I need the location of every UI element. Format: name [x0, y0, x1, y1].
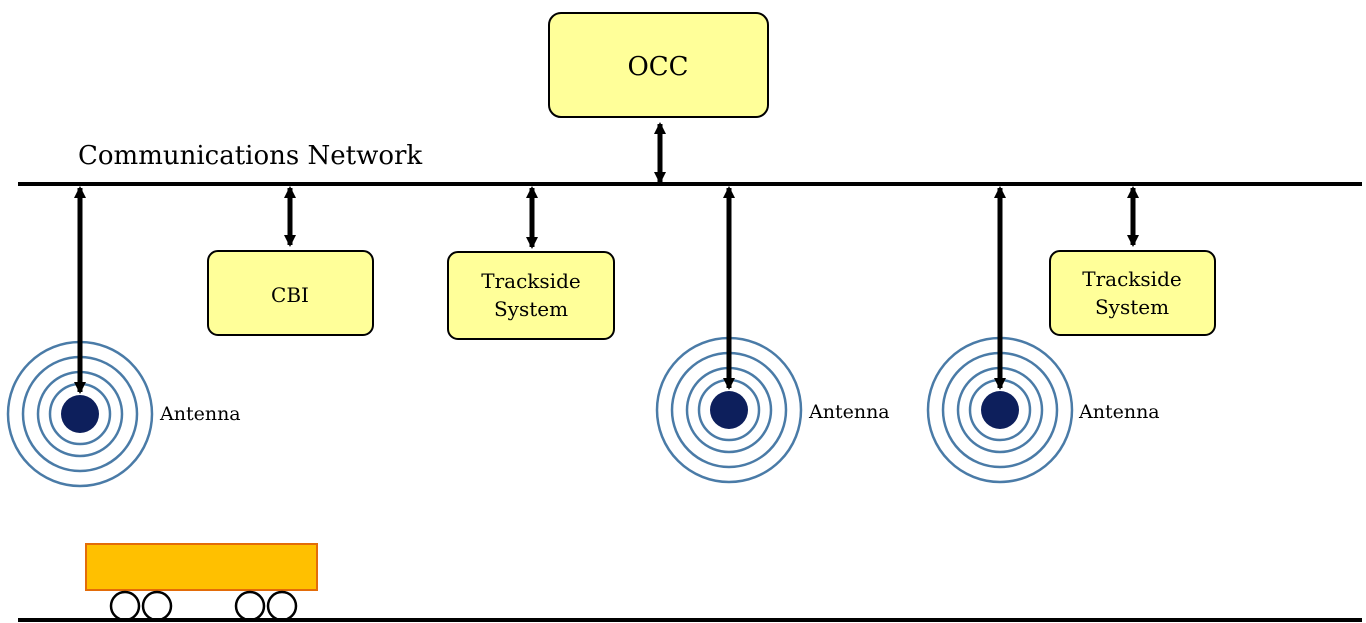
train-wheel-3 [234, 590, 266, 622]
antenna-3-label: Antenna [1078, 401, 1160, 423]
antenna-2-label: Antenna [808, 401, 890, 423]
occ-box [548, 12, 769, 118]
antenna-2 [655, 336, 803, 484]
trackside-1-label-line1: Trackside [481, 269, 580, 293]
trackside-1-label-line2: System [494, 297, 568, 321]
antenna-1-core [61, 395, 99, 433]
cbi-label: CBI [271, 283, 309, 307]
trackside-2-label-line2: System [1095, 295, 1169, 319]
network-label: Communications Network [78, 141, 422, 171]
train-wheel-2 [141, 590, 173, 622]
antenna-1-label: Antenna [159, 403, 241, 425]
cbi-box [207, 250, 374, 336]
train-wheel-1 [109, 590, 141, 622]
trackside-1-box [447, 251, 615, 340]
antenna-3-core [981, 391, 1019, 429]
train-wheel-4 [266, 590, 298, 622]
train [85, 543, 318, 622]
occ-label: OCC [627, 52, 688, 82]
trackside-2-label-line1: Trackside [1082, 267, 1181, 291]
trackside-2-box [1049, 250, 1216, 336]
train-body [85, 543, 318, 591]
antenna-2-core [710, 391, 748, 429]
